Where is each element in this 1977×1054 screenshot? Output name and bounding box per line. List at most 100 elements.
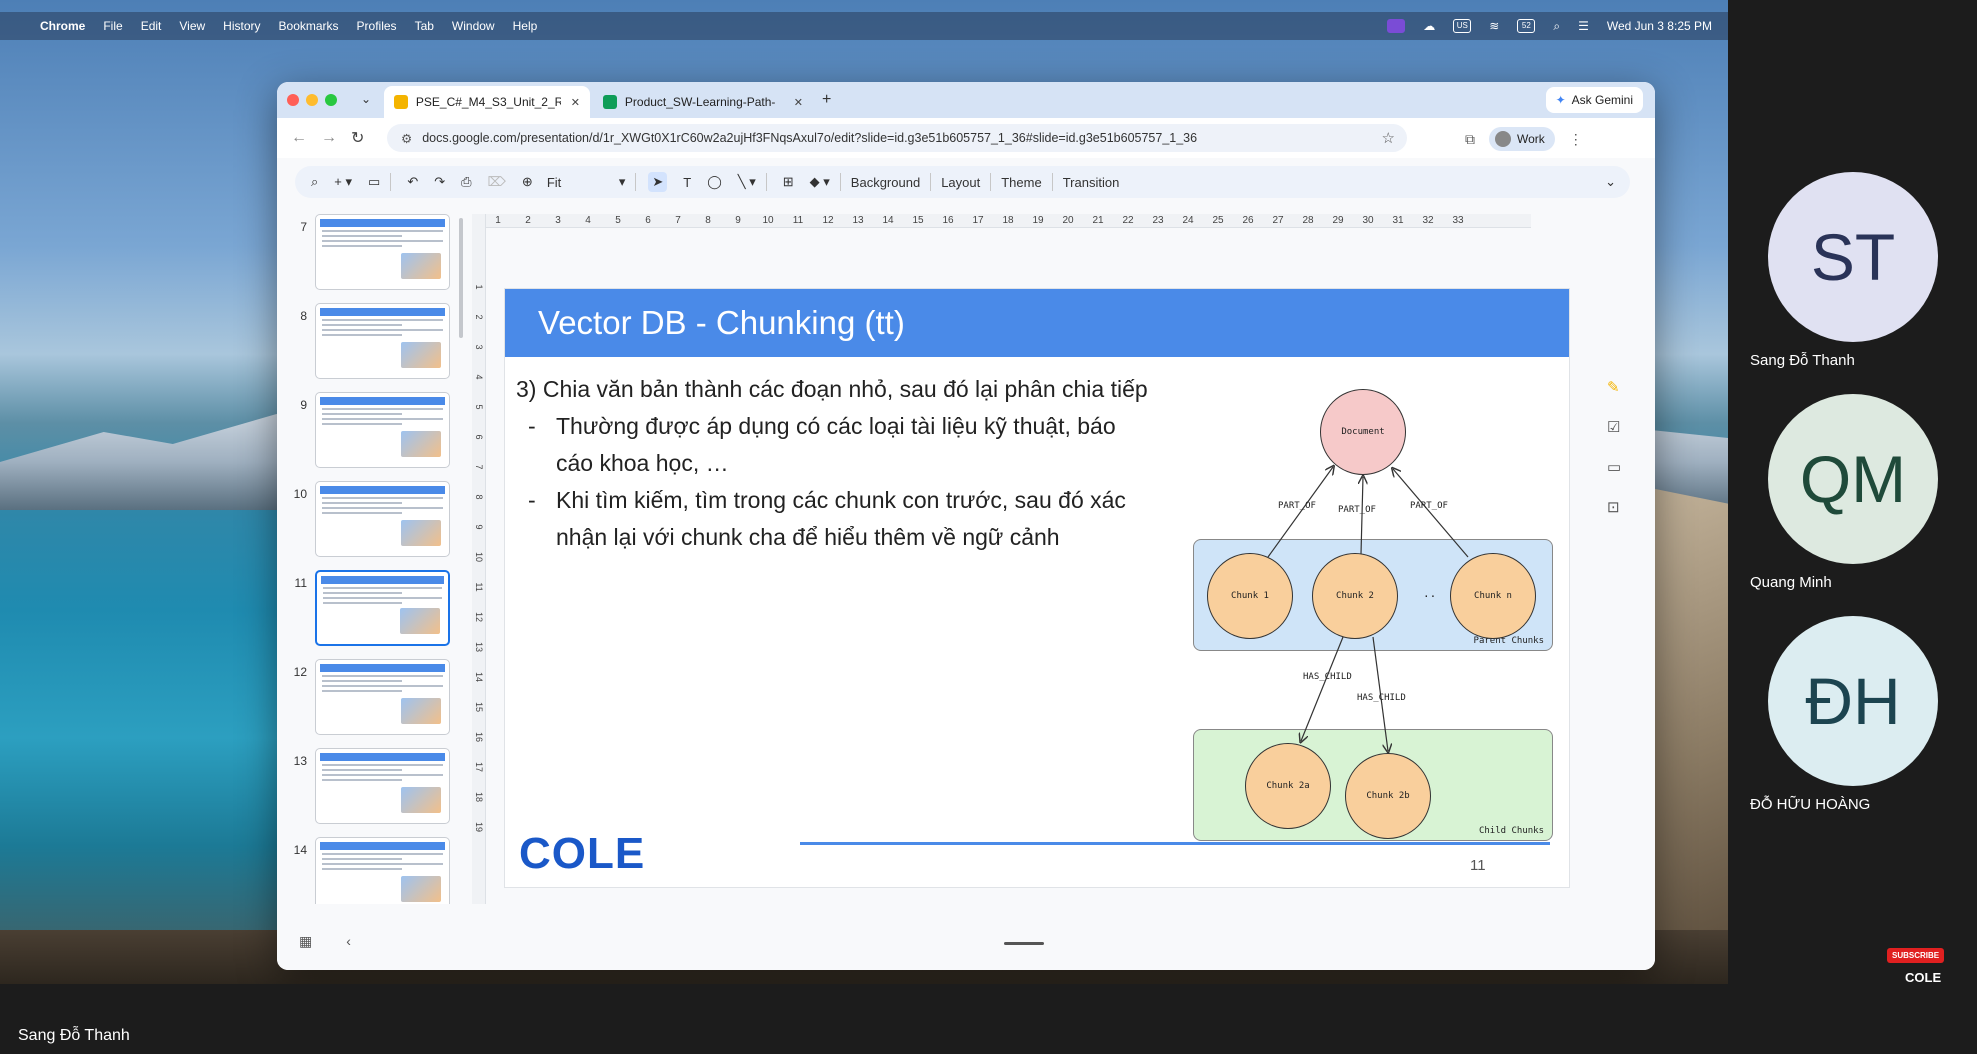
- ruler-tick-label: 31: [1392, 215, 1404, 226]
- filmstrip-scrollbar[interactable]: [459, 218, 463, 338]
- filmstrip-slide-12[interactable]: 12: [277, 659, 472, 739]
- ruler-tick-label: 12: [474, 611, 484, 622]
- menu-bookmarks[interactable]: Bookmarks: [278, 19, 339, 33]
- ruler-tick-label: 9: [474, 524, 484, 530]
- divider: [765, 173, 767, 191]
- layout-button[interactable]: Layout: [941, 174, 981, 190]
- speaker-notes-handle[interactable]: [1004, 942, 1044, 945]
- paint-format-icon[interactable]: ⌦: [487, 174, 506, 189]
- background-button[interactable]: Background: [850, 174, 921, 190]
- battery-indicator[interactable]: 52: [1517, 19, 1536, 33]
- close-tab-icon[interactable]: ✕: [570, 96, 580, 109]
- folder-icon[interactable]: ▭: [1607, 459, 1622, 476]
- extensions-icon[interactable]: ⧉: [1465, 130, 1475, 147]
- slides-favicon-icon: [394, 95, 408, 109]
- tasks-icon[interactable]: ☑: [1607, 419, 1621, 436]
- collapse-filmstrip-icon[interactable]: ‹: [346, 933, 351, 949]
- theme-button[interactable]: Theme: [1001, 174, 1042, 190]
- menu-chrome[interactable]: Chrome: [40, 19, 86, 33]
- filmstrip-slide-13[interactable]: 13: [277, 748, 472, 828]
- new-tab-icon[interactable]: +: [822, 91, 832, 108]
- redo-icon[interactable]: ↷: [434, 174, 446, 189]
- fill-color-icon[interactable]: ◆ ▾: [809, 174, 830, 189]
- shape-icon[interactable]: ◯: [707, 174, 722, 189]
- search-menus-icon[interactable]: ⌕: [311, 174, 319, 189]
- address-bar[interactable]: ⚙ docs.google.com/presentation/d/1r_XWGt…: [387, 124, 1407, 152]
- control-center-icon[interactable]: ☰: [1578, 19, 1589, 33]
- menu-tab[interactable]: Tab: [414, 19, 434, 33]
- subscribe-badge[interactable]: SUBSCRIBE: [1887, 948, 1945, 963]
- zoom-icon[interactable]: ⊕: [521, 174, 533, 189]
- slide-thumbnail[interactable]: [315, 392, 450, 468]
- back-icon[interactable]: ←: [291, 129, 307, 146]
- weather-icon[interactable]: ☁: [1423, 19, 1436, 33]
- collapse-toolbar-chevron-icon[interactable]: ⌄: [1605, 174, 1616, 189]
- filmstrip-slide-7[interactable]: 7: [277, 214, 472, 294]
- slide-title[interactable]: Vector DB - Chunking (tt): [538, 304, 905, 341]
- zoom-chevron-icon[interactable]: ▾: [618, 174, 626, 189]
- line-icon[interactable]: ╲ ▾: [737, 174, 756, 189]
- close-tab-icon[interactable]: ✕: [793, 96, 803, 109]
- filmstrip-slide-8[interactable]: 8: [277, 303, 472, 383]
- slide-thumbnail[interactable]: [315, 748, 450, 824]
- ruler-tick-label: 2: [525, 215, 531, 226]
- tab-slides[interactable]: PSE_C#_M4_S3_Unit_2_RAG ✕: [384, 86, 590, 118]
- select-tool-icon[interactable]: ➤: [648, 172, 668, 192]
- menu-view[interactable]: View: [179, 19, 206, 33]
- new-slide-icon[interactable]: + ▾: [334, 174, 353, 189]
- transition-button[interactable]: Transition: [1062, 174, 1120, 190]
- print-icon[interactable]: ⎙: [461, 174, 472, 189]
- slide-thumbnail[interactable]: [315, 659, 450, 735]
- text-box-icon[interactable]: T: [683, 174, 692, 190]
- menubar-clock[interactable]: Wed Jun 3 8:25 PM: [1606, 19, 1712, 33]
- filmstrip-slide-10[interactable]: 10: [277, 481, 472, 561]
- slide-canvas[interactable]: Vector DB - Chunking (tt) 3) Chia văn bả…: [504, 288, 1570, 888]
- add-to-video-icon[interactable]: ⊡: [1607, 499, 1620, 516]
- filmstrip-slide-9[interactable]: 9: [277, 392, 472, 472]
- reload-icon[interactable]: ↻: [351, 130, 365, 147]
- menu-window[interactable]: Window: [451, 19, 495, 33]
- slide-thumbnail[interactable]: [315, 481, 450, 557]
- slide-thumbnail[interactable]: [315, 214, 450, 290]
- menu-profiles[interactable]: Profiles: [356, 19, 397, 33]
- filmstrip-slide-11[interactable]: 11: [277, 570, 472, 650]
- bookmark-star-icon[interactable]: ☆: [1381, 130, 1395, 147]
- undo-icon[interactable]: ↶: [407, 174, 419, 189]
- minimize-window-button[interactable]: [306, 94, 318, 106]
- ask-gemini-button[interactable]: ✦ Ask Gemini: [1545, 87, 1643, 113]
- comment-icon[interactable]: ⊞: [782, 174, 794, 189]
- spotlight-icon[interactable]: ⌕: [1553, 18, 1561, 33]
- site-info-icon[interactable]: ⚙: [401, 131, 413, 146]
- ruler-tick-label: 18: [474, 791, 484, 802]
- profile-button[interactable]: Work: [1489, 127, 1555, 151]
- active-speaker-name: Sang Đỗ Thanh: [18, 1027, 130, 1044]
- menu-edit[interactable]: Edit: [140, 19, 162, 33]
- wifi-icon[interactable]: ≋: [1489, 19, 1500, 33]
- grid-view-icon[interactable]: ▦: [299, 933, 313, 949]
- slide-thumbnail[interactable]: [315, 570, 450, 646]
- screen-share-icon[interactable]: [1387, 19, 1406, 33]
- tab-search-chevron-icon[interactable]: ⌄: [361, 92, 372, 106]
- zoom-select[interactable]: Fit: [546, 174, 562, 190]
- slide-page-number: 11: [1470, 857, 1486, 874]
- participant-avatar: ĐH: [1768, 616, 1938, 786]
- menu-help[interactable]: Help: [512, 19, 538, 33]
- new-slide-layout-icon[interactable]: ▭: [368, 174, 381, 189]
- close-window-button[interactable]: [287, 94, 299, 106]
- input-source-indicator[interactable]: US: [1453, 19, 1472, 33]
- slide-body-text[interactable]: 3) Chia văn bản thành các đoạn nhỏ, sau …: [516, 371, 1156, 556]
- ruler-tick-label: 6: [645, 215, 651, 226]
- menu-file[interactable]: File: [103, 19, 123, 33]
- filmstrip-slide-14[interactable]: 14: [277, 837, 472, 904]
- slide-thumbnail[interactable]: [315, 837, 450, 904]
- slide-thumbnail[interactable]: [315, 303, 450, 379]
- menu-history[interactable]: History: [223, 19, 261, 33]
- more-menu-icon[interactable]: ⋮: [1568, 130, 1583, 147]
- keep-icon[interactable]: ✎: [1607, 379, 1620, 396]
- forward-icon[interactable]: →: [321, 129, 337, 146]
- tab-sheets[interactable]: Product_SW-Learning-Path- ✕: [593, 86, 813, 118]
- chunking-diagram[interactable]: Parent Chunks Child Chunks: [1193, 389, 1558, 841]
- ruler-tick-label: 25: [1212, 215, 1224, 226]
- zoom-window-button[interactable]: [325, 94, 337, 106]
